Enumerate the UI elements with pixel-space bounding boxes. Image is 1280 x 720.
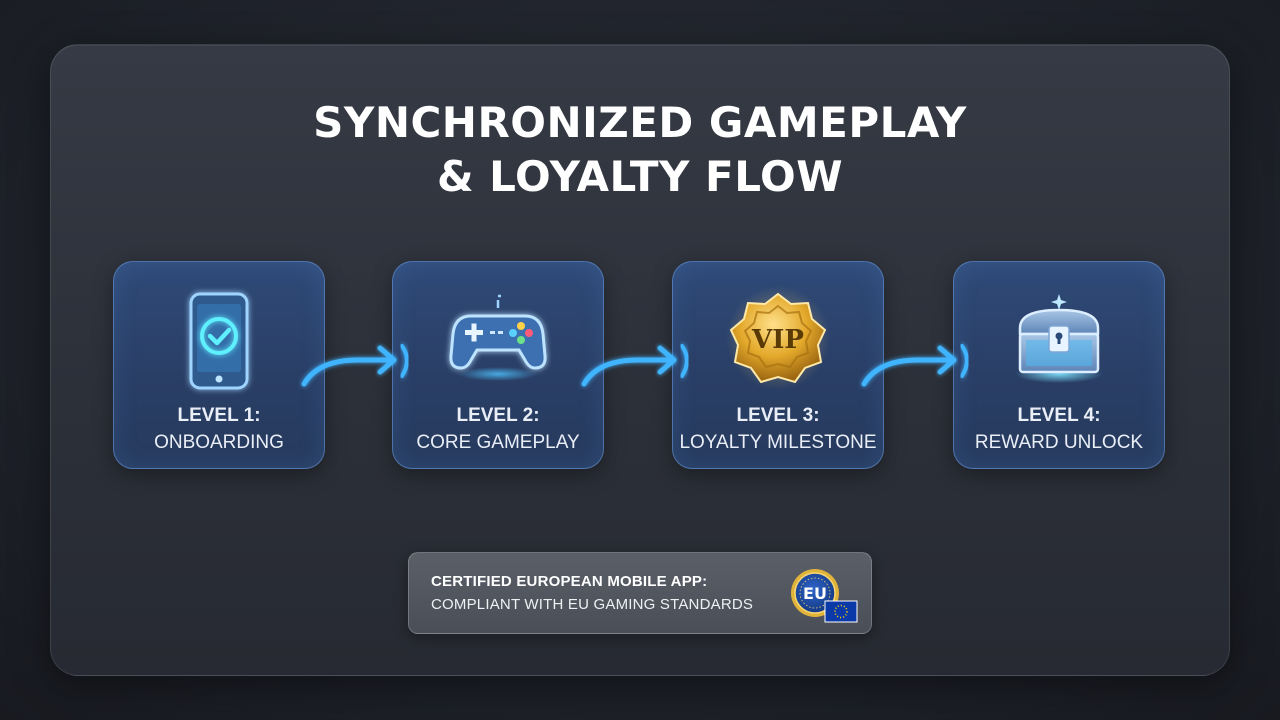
flow-arrow-1-to-2 [301,344,409,387]
title-line-1: SYNCHRONIZED GAMEPLAY [313,98,967,147]
vip-badge-icon: VIP [726,286,830,390]
step-name: LOYALTY MILESTONE [679,432,877,453]
title-line-2: & LOYALTY FLOW [436,152,844,201]
step-level: LEVEL 3: [736,405,820,426]
certification-subtitle: COMPLIANT WITH EU GAMING STANDARDS [431,596,754,613]
treasure-chest-icon [1015,294,1103,383]
vip-badge-text: VIP [751,325,804,355]
step-card-level-3[interactable]: VIP LEVEL 3: LOYALTY MILESTONE [672,261,884,469]
step-level: LEVEL 4: [1017,405,1101,426]
certification-badge: CERTIFIED EUROPEAN MOBILE APP: COMPLIANT… [408,552,872,634]
step-label: LEVEL 1: ONBOARDING [114,402,324,456]
step-card-level-2[interactable]: LEVEL 2: CORE GAMEPLAY [392,261,604,469]
eu-seal-icon: EU [791,569,858,623]
step-name: CORE GAMEPLAY [416,432,580,453]
seal-text: EU [803,584,827,603]
step-label: LEVEL 2: CORE GAMEPLAY [393,402,603,456]
step-label: LEVEL 3: LOYALTY MILESTONE [673,402,883,456]
certification-title: CERTIFIED EUROPEAN MOBILE APP: [431,573,708,590]
step-name: ONBOARDING [154,432,284,453]
step-label: LEVEL 4: REWARD UNLOCK [954,402,1164,456]
flow-arrow-3-to-4 [861,344,969,387]
page-title: SYNCHRONIZED GAMEPLAY & LOYALTY FLOW [0,96,1280,204]
step-card-level-1[interactable]: LEVEL 1: ONBOARDING [113,261,325,469]
step-card-level-4[interactable]: LEVEL 4: REWARD UNLOCK [953,261,1165,469]
flow-arrow-2-to-3 [581,344,689,387]
step-level: LEVEL 1: [177,405,261,426]
gamepad-icon [449,294,547,381]
phone-check-icon [189,292,249,390]
step-name: REWARD UNLOCK [974,432,1144,453]
step-level: LEVEL 2: [456,405,540,426]
